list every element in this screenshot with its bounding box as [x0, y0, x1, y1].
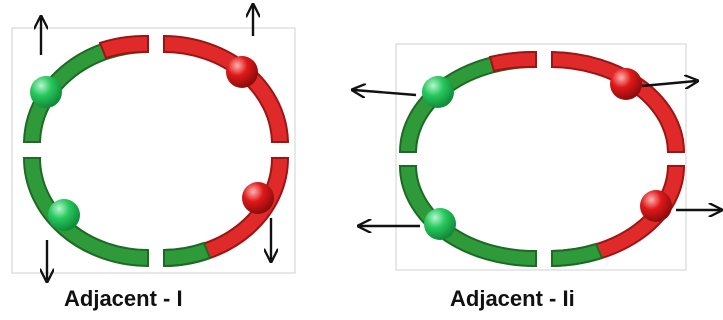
caption-adjacent-1: Adjacent - I — [64, 286, 183, 311]
green-ball-icon — [30, 76, 62, 108]
arrow-right-icon — [641, 81, 696, 86]
band-top-left-red — [488, 50, 537, 73]
band-bottom-right-green — [163, 241, 212, 268]
red-ball-icon — [610, 68, 642, 100]
red-ball-icon — [242, 182, 274, 214]
band-top-left-red — [98, 34, 149, 60]
caption-adjacent-2: Adjacent - Ii — [450, 286, 575, 311]
ring-diagram-1 — [11, 0, 296, 290]
band-bottom-right-green — [551, 242, 604, 268]
ring-diagram-2 — [340, 43, 723, 271]
band-top-right — [551, 50, 686, 153]
green-ball-icon — [422, 76, 454, 108]
red-ball-icon — [226, 56, 258, 88]
arrow-left-icon — [354, 90, 417, 95]
frame — [395, 43, 687, 271]
band-bottom-left — [22, 157, 149, 268]
band-bottom-left — [398, 165, 537, 268]
green-ball-icon — [424, 208, 456, 240]
red-ball-icon — [640, 190, 672, 222]
band-top-right — [163, 34, 290, 143]
green-ball-icon — [48, 199, 80, 231]
panel-adjacent-2: Adjacent - Ii — [340, 0, 723, 320]
frame — [11, 27, 296, 274]
panel-adjacent-1: Adjacent - I — [0, 0, 330, 320]
